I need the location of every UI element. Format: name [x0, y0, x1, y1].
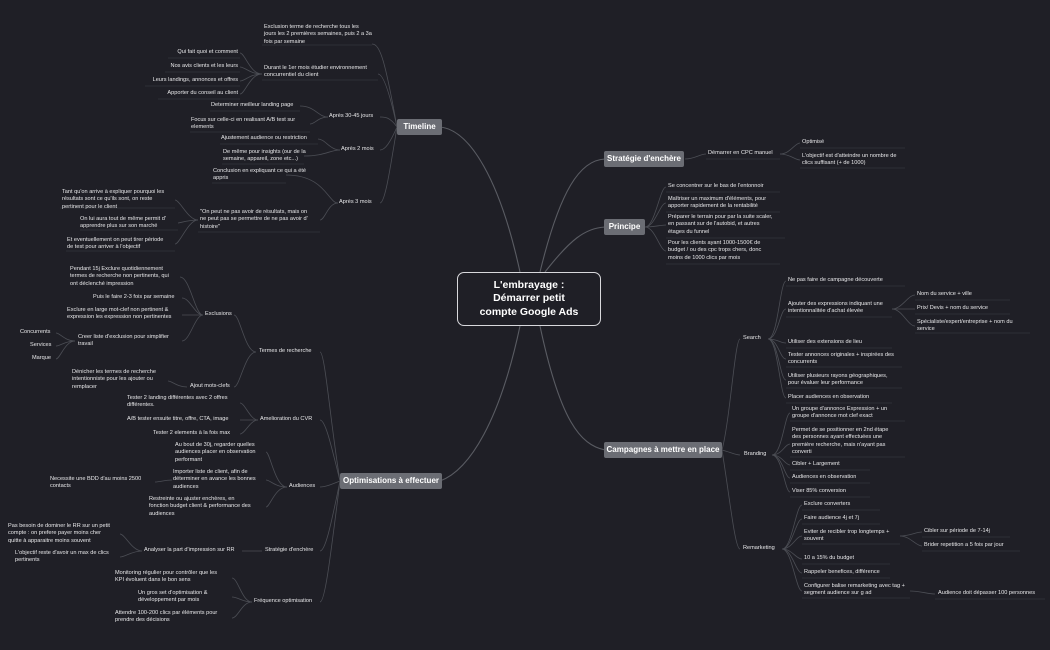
- opt-objectif-reste[interactable]: L'objectif reste d'avoir un max de clics…: [15, 550, 109, 564]
- timeline-apres-2-mois[interactable]: Après 2 mois: [341, 146, 374, 152]
- opt-monitoring[interactable]: Monitoring régulier pour contrôler que l…: [115, 570, 217, 584]
- opt-frequence[interactable]: Fréquence optimisation: [254, 598, 313, 604]
- opt-exclusions[interactable]: Exclusions: [205, 311, 232, 317]
- strat-demarrer-cpc[interactable]: Démarrer en CPC manuel: [708, 150, 773, 156]
- camp-configurer[interactable]: Configurer balise remarketing avec tag +…: [804, 583, 905, 597]
- camp-tester-annonces[interactable]: Tester annonces originales + inspirées d…: [788, 352, 894, 366]
- root-node[interactable]: L'embrayage : Démarrer petit compte Goog…: [457, 272, 601, 326]
- timeline-insights[interactable]: De même pour insights (our de la semaine…: [223, 149, 306, 163]
- timeline-avis[interactable]: Nos avis clients et les leurs: [170, 63, 238, 69]
- opt-restreinte[interactable]: Restreinte ou ajuster enchères, en fonct…: [149, 496, 251, 517]
- opt-concurrents[interactable]: Concurrents: [20, 329, 51, 335]
- principe-maitriser[interactable]: Maîtriser un maximum d'éléments, pour ap…: [668, 196, 767, 210]
- camp-ne-pas-faire[interactable]: Ne pas faire de campagne découverte: [788, 277, 883, 283]
- camp-rayons[interactable]: Utiliser plusieurs rayons géographiques,…: [788, 373, 888, 387]
- opt-analyser[interactable]: Analyser la part d'impression sur RR: [144, 547, 235, 553]
- camp-eviter[interactable]: Eviter de recibler trop longtemps + souv…: [804, 529, 890, 543]
- camp-dix-pct[interactable]: 10 a 15% du budget: [804, 555, 855, 561]
- timeline-on-lui-aura[interactable]: On lui aura tout de même permit d' appre…: [80, 216, 166, 230]
- opt-ab-tester[interactable]: A/B tester ensuite titre, offre, CTA, im…: [127, 416, 229, 422]
- camp-cibler-largement[interactable]: Cibler + Largement: [792, 461, 840, 467]
- branch-principe[interactable]: Principe: [604, 219, 645, 235]
- camp-placer-audiences[interactable]: Placer audiences en observation: [788, 394, 870, 400]
- camp-viser-85[interactable]: Viser 85% conversion: [792, 488, 846, 494]
- timeline-conseil[interactable]: Apporter du conseil au client: [167, 90, 238, 96]
- opt-amelioration-cvr[interactable]: Amelioration du CVR: [260, 416, 313, 422]
- camp-specialiste[interactable]: Spécialiste/expert/entreprise + nom du s…: [917, 319, 1013, 333]
- camp-faire-audience[interactable]: Faire audience 4j et 7j: [804, 515, 860, 521]
- opt-services[interactable]: Services: [30, 342, 52, 348]
- camp-ajouter-expressions[interactable]: Ajouter des expressions indiquant une in…: [788, 301, 883, 315]
- timeline-landings[interactable]: Leurs landings, annonces et offres: [152, 77, 238, 83]
- branch-optimisations[interactable]: Optimisations à effectuer: [340, 473, 442, 489]
- opt-tester-2-landing[interactable]: Tester 2 landing différentes avec 2 offr…: [127, 395, 228, 409]
- camp-remarketing[interactable]: Remarketing: [743, 545, 775, 551]
- opt-gros-set[interactable]: Un gros set d'optimisation & développeme…: [138, 590, 208, 604]
- opt-marque[interactable]: Marque: [32, 355, 51, 361]
- branch-strategie[interactable]: Stratégie d'enchère: [604, 151, 684, 167]
- opt-exclure-large[interactable]: Exclure en large mot-clef non pertinent …: [67, 307, 172, 321]
- principe-pour-clients[interactable]: Pour les clients ayant 1000-1500€ de bud…: [668, 240, 762, 261]
- timeline-ajustement[interactable]: Ajustement audience ou restriction: [221, 135, 307, 141]
- opt-au-bout[interactable]: Au bout de 30j, regarder quelles audienc…: [175, 442, 256, 463]
- timeline-exclusion-termes[interactable]: Exclusion terme de recherche tous les jo…: [264, 24, 372, 45]
- opt-pas-besoin[interactable]: Pas besoin de dominer le RR sur un petit…: [8, 523, 110, 544]
- opt-creer-liste[interactable]: Creer liste d'exclusion pour simplifier …: [78, 334, 169, 348]
- timeline-quote[interactable]: "On peut ne pas avoir de résultats, mais…: [200, 209, 308, 230]
- camp-extensions[interactable]: Utiliser des extensions de lieu: [788, 339, 862, 345]
- timeline-meilleur-landing[interactable]: Determiner meilleur landing page: [211, 102, 294, 108]
- camp-permet[interactable]: Permet de se positionner en 2nd étape de…: [792, 427, 889, 455]
- opt-ajout-mots[interactable]: Ajout mots-clefs: [190, 383, 230, 389]
- timeline-eventuellement[interactable]: Et eventuellement on peut tirer période …: [67, 237, 164, 251]
- opt-audiences[interactable]: Audiences: [289, 483, 316, 489]
- timeline-qui-fait[interactable]: Qui fait quoi et comment: [177, 49, 238, 55]
- timeline-premier-mois[interactable]: Durant le 1er mois étudier environnement…: [264, 65, 367, 79]
- camp-branding[interactable]: Branding: [744, 451, 767, 457]
- opt-termes-recherche[interactable]: Termes de recherche: [259, 348, 312, 354]
- camp-cibler-periode[interactable]: Cibler sur période de 7-14j: [924, 528, 990, 534]
- opt-denicher[interactable]: Dénicher les termes de recherche intenti…: [72, 369, 156, 390]
- camp-exclure-converters[interactable]: Exclure converters: [804, 501, 851, 507]
- timeline-focus[interactable]: Focus sur celle-ci en realisant A/B test…: [191, 117, 296, 131]
- strat-optimise[interactable]: Optimisé: [802, 139, 825, 145]
- camp-groupe-annonce[interactable]: Un groupe d'annonce Expression + un grou…: [792, 406, 888, 420]
- opt-attendre[interactable]: Attendre 100-200 clics par éléments pour…: [115, 610, 218, 624]
- camp-brider[interactable]: Brider repetition a 5 fois par jour: [924, 542, 1004, 548]
- camp-audiences-observation[interactable]: Audiences en observation: [792, 474, 857, 480]
- strat-objectif-atteindre[interactable]: L'objectif est d'atteindre un nombre de …: [802, 153, 897, 167]
- camp-search[interactable]: Search: [743, 335, 761, 341]
- principe-preparer[interactable]: Préparer le terrain pour par la suite sc…: [668, 214, 773, 235]
- opt-importer-liste[interactable]: Importer liste de client, afin de déterm…: [173, 469, 256, 490]
- timeline-tant-quon[interactable]: Tant qu'on arrive à expliquer pourquoi l…: [62, 189, 165, 210]
- opt-necessite-bdd[interactable]: Necessite une BDD d'au moins 2500 contac…: [50, 476, 142, 490]
- camp-prix-devis[interactable]: Prix/ Devis + nom du service: [917, 305, 989, 311]
- camp-audience-depasser[interactable]: Audience doit dépasser 100 personnes: [938, 590, 1036, 596]
- branch-campagnes[interactable]: Campagnes à mettre en place: [604, 442, 722, 458]
- camp-nom-service-ville[interactable]: Nom du service + ville: [917, 291, 972, 297]
- opt-strategie-enchere[interactable]: Stratégie d'enchère: [265, 547, 314, 553]
- branch-timeline[interactable]: Timeline: [397, 119, 442, 135]
- opt-tester-2-elements[interactable]: Tester 2 elements à la fois max: [153, 430, 231, 436]
- opt-pendant-15j[interactable]: Pendant 15j Exclure quotidiennement term…: [70, 266, 169, 287]
- opt-puis-2-3[interactable]: Puis le faire 2-3 fois par semaine: [93, 294, 175, 300]
- principe-concentrer[interactable]: Se concentrer sur le bas de l'entonnoir: [668, 183, 764, 189]
- timeline-conclusion[interactable]: Conclusion en expliquant ce qui a été ap…: [213, 168, 306, 182]
- timeline-apres-3-mois[interactable]: Après 3 mois: [339, 199, 372, 205]
- camp-rappeler[interactable]: Rappeler benefices, différence: [804, 569, 880, 575]
- timeline-apres-30-45[interactable]: Après 30-45 jours: [329, 113, 374, 119]
